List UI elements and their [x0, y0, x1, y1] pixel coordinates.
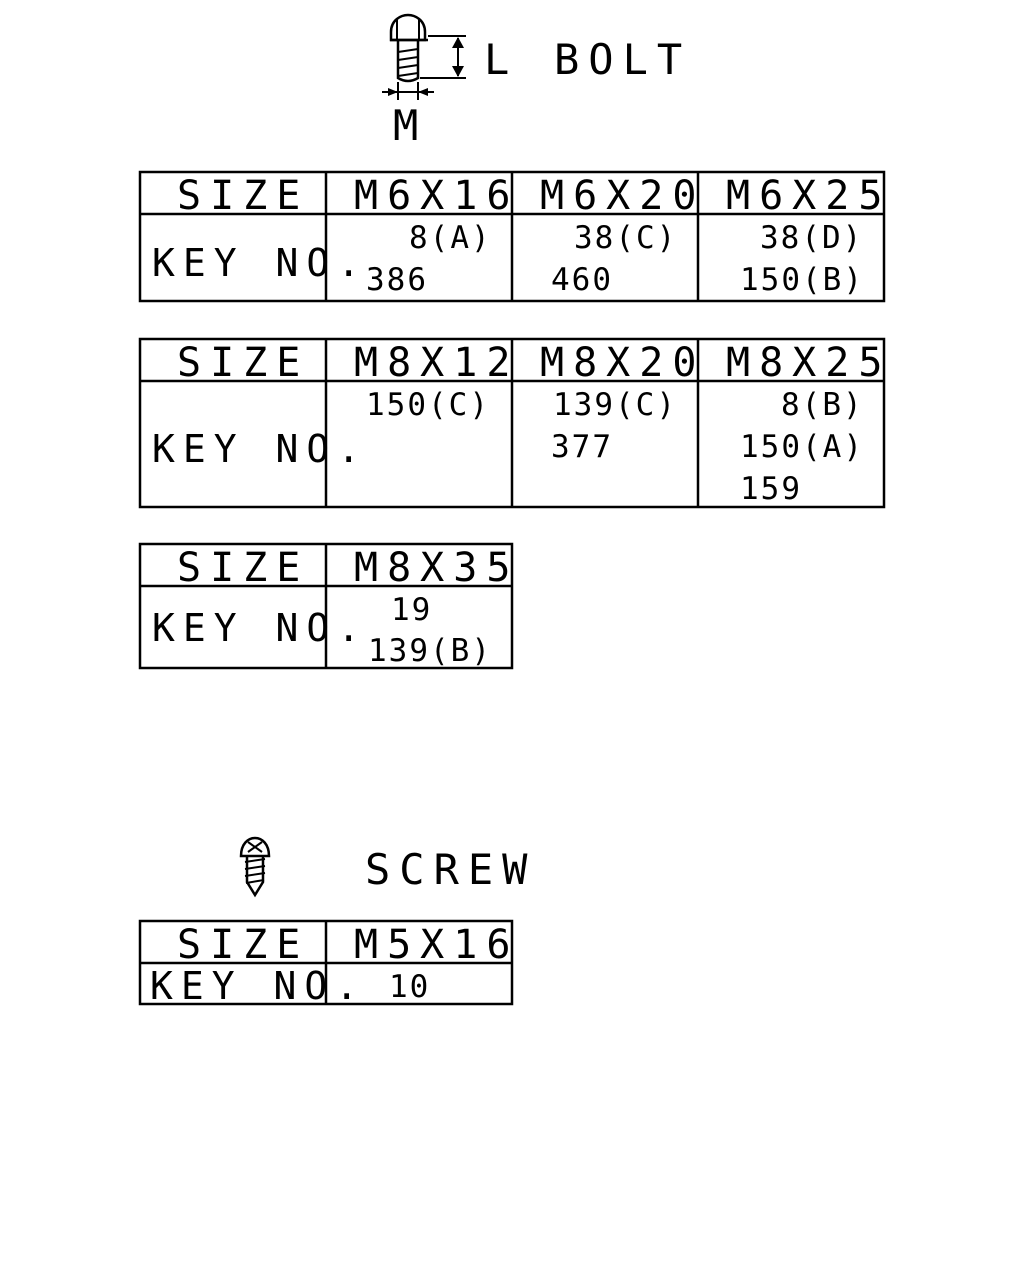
key-number: 150(C)	[366, 387, 490, 423]
key-number: 386	[366, 262, 428, 298]
key-no-label: KEY NO.	[152, 606, 368, 650]
key-no-label: KEY NO.	[152, 427, 368, 471]
size-value: M8X12	[354, 340, 519, 386]
size-value: M8X20	[540, 340, 705, 386]
size-table-m8: SIZE KEY NO. M8X12 M8X20 M8X25 150(C) 13…	[138, 337, 891, 509]
size-table-m6: SIZE KEY NO. M6X16 M6X20 M6X25 8(A) 386 …	[138, 170, 891, 303]
size-label: SIZE	[177, 340, 309, 386]
size-value: M5X16	[354, 922, 519, 968]
screw-title: SCREW	[365, 845, 536, 894]
key-number: 460	[551, 262, 613, 298]
key-number: 150(B)	[740, 262, 864, 298]
size-value: M6X16	[354, 173, 519, 219]
diameter-dimension: M	[382, 82, 434, 150]
key-number: 38(C)	[574, 220, 677, 256]
key-number: 377	[551, 429, 613, 465]
size-label: SIZE	[177, 545, 309, 591]
size-value: M6X25	[726, 173, 891, 219]
size-label: SIZE	[177, 922, 309, 968]
key-number: 139(B)	[368, 633, 492, 669]
key-no-label: KEY NO.	[152, 241, 368, 285]
key-number: 8(A)	[409, 220, 492, 256]
size-table-m5: SIZE KEY NO. M5X16 10	[138, 919, 519, 1008]
size-value: M8X35	[354, 545, 519, 591]
bolt-title: BOLT	[554, 35, 691, 84]
key-number: 38(D)	[760, 220, 863, 256]
bolt-icon	[389, 13, 428, 83]
size-label: SIZE	[177, 173, 309, 219]
length-dimension: L	[420, 35, 518, 84]
size-table-m8x35: SIZE KEY NO. M8X35 19 139(B)	[138, 542, 519, 670]
key-number: 8(B)	[781, 387, 864, 423]
key-no-label: KEY NO.	[150, 964, 366, 1008]
screw-icon	[239, 836, 271, 898]
key-number: 10	[389, 969, 430, 1005]
key-number: 139(C)	[553, 387, 677, 423]
length-label: L	[484, 35, 518, 84]
diameter-label: M	[393, 101, 427, 150]
size-value: M6X20	[540, 173, 705, 219]
key-number: 19	[391, 592, 432, 628]
size-value: M8X25	[726, 340, 891, 386]
key-number: 159	[740, 471, 802, 507]
key-number: 150(A)	[740, 429, 864, 465]
